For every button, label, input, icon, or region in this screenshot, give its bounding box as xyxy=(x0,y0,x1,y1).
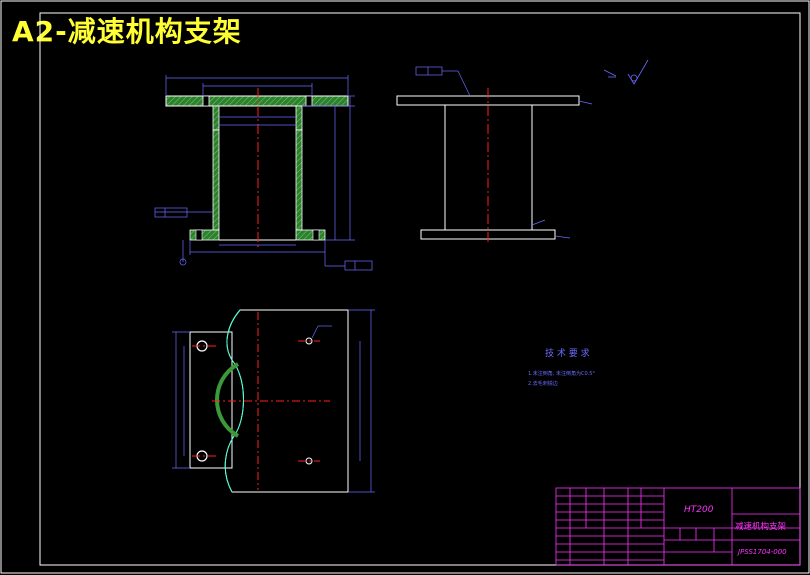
title-block xyxy=(555,487,801,566)
front-section-view xyxy=(154,75,373,271)
top-flange xyxy=(165,95,349,107)
part-name-label: 减速机构支架 xyxy=(735,521,787,532)
flange-hole-right xyxy=(305,95,313,107)
drawing-title: A2-减速机构支架 xyxy=(12,15,242,48)
drawing-number-label: JPSS1704-000 xyxy=(736,548,787,556)
bottom-hole-left xyxy=(195,229,203,241)
thread-right xyxy=(295,105,303,131)
wall-right xyxy=(295,129,303,231)
flange-hole-left xyxy=(202,95,210,107)
material-label: HT200 xyxy=(684,505,714,515)
inner-border xyxy=(39,12,801,566)
wall-left xyxy=(212,129,220,231)
thread-left xyxy=(212,105,220,131)
bottom-hole-right xyxy=(312,229,320,241)
bottom-flange-left xyxy=(189,229,220,241)
tech-req-line2: 2.去毛刺锐边 xyxy=(528,380,558,387)
tech-req-heading: 技 术 要 求 xyxy=(545,347,590,359)
top-view-flange xyxy=(189,331,233,469)
tech-req-line1: 1.未注倒角, 未注倒角为C0.5° xyxy=(528,370,595,377)
top-view-bore xyxy=(215,362,240,438)
roughness-symbol xyxy=(603,59,649,85)
top-view xyxy=(172,309,375,493)
tech-requirements: 技 术 要 求 1.未注倒角, 未注倒角为C0.5° 2.去毛刺锐边 xyxy=(528,347,595,387)
side-view xyxy=(396,59,649,245)
bottom-flange-right xyxy=(295,229,326,241)
